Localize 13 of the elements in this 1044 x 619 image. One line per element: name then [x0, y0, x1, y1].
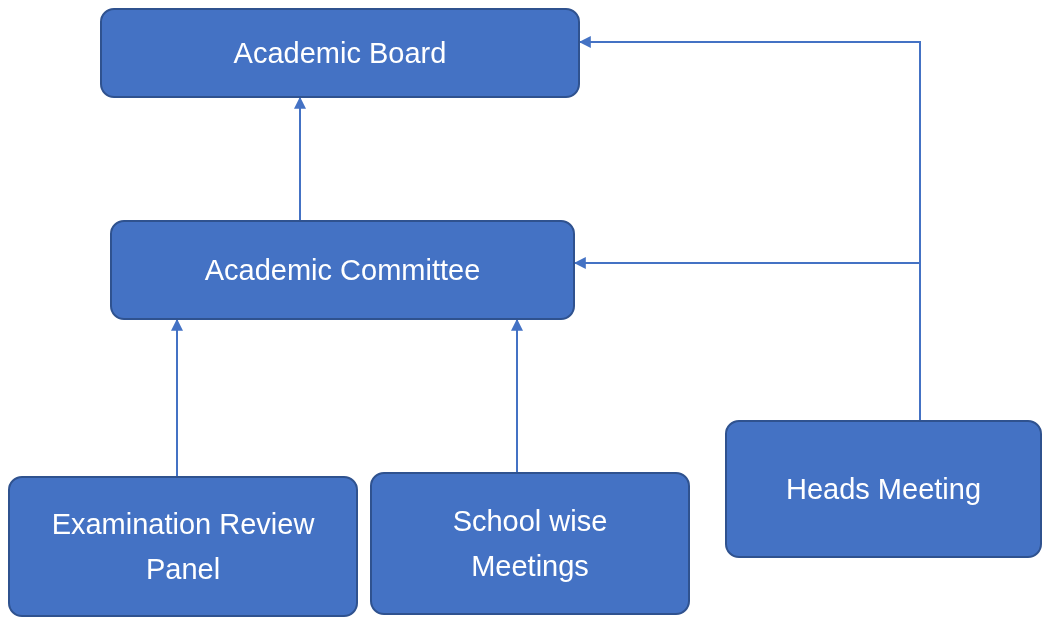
arrow	[511, 318, 523, 473]
process-box	[110, 220, 575, 320]
box-label: Academic Committee	[204, 252, 481, 288]
process-box	[100, 8, 580, 98]
box-label: Academic Board	[233, 35, 447, 71]
process-box	[8, 476, 358, 617]
box-label: School wise Meetings	[451, 503, 609, 584]
process-box	[370, 472, 690, 615]
box-label: Heads Meeting	[785, 471, 982, 507]
process-box	[725, 420, 1042, 558]
box-label: Examination Review Panel	[50, 506, 316, 587]
arrow	[171, 318, 183, 477]
arrow	[294, 96, 306, 221]
